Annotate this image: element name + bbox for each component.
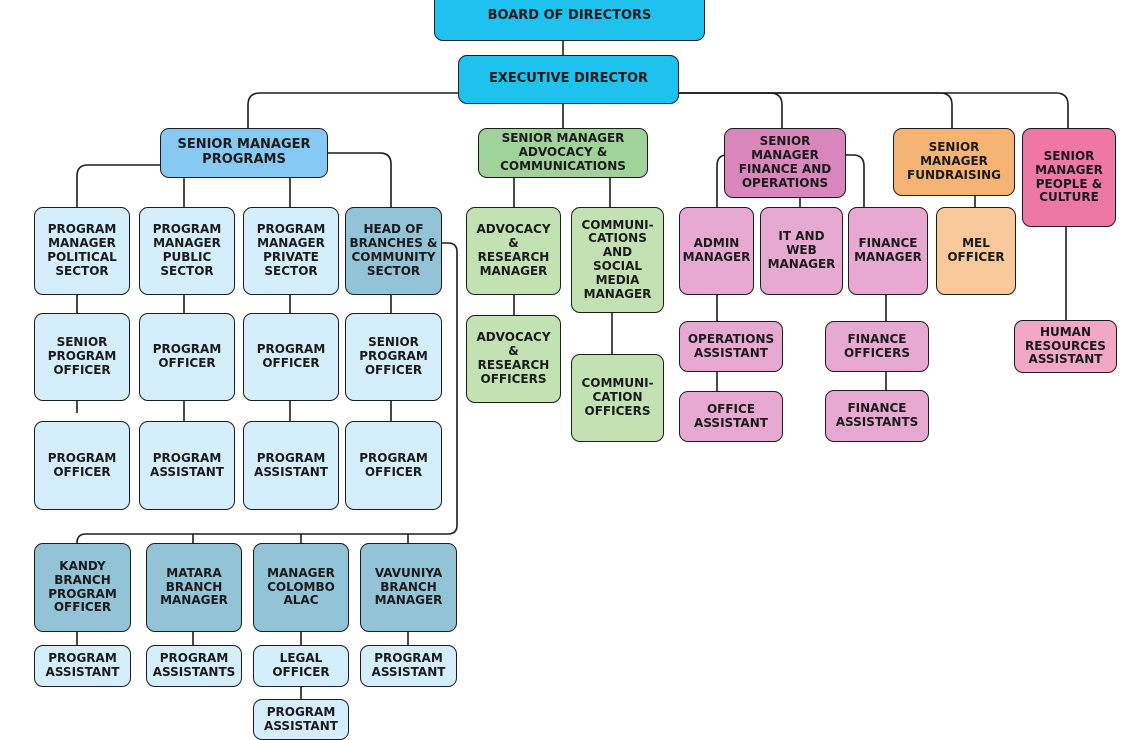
board-of-directors: BOARD OF DIRECTORS <box>434 0 705 41</box>
vavuniya-branch-manager: VAVUNIYA BRANCH MANAGER <box>360 543 457 632</box>
kandy-program-assistant: PROGRAM ASSISTANT <box>34 645 131 687</box>
program-officer-public: PROGRAM OFFICER <box>139 313 235 401</box>
communications-social-media-manager: COMMUNI- CATIONS AND SOCIAL MEDIA MANAGE… <box>571 207 664 313</box>
human-resources-assistant: HUMAN RESOURCES ASSISTANT <box>1014 320 1117 373</box>
program-officer-branches: PROGRAM OFFICER <box>345 421 442 510</box>
matara-branch-manager: MATARA BRANCH MANAGER <box>146 543 242 632</box>
program-assistant-public: PROGRAM ASSISTANT <box>139 421 235 510</box>
senior-manager-finance: SENIOR MANAGER FINANCE AND OPERATIONS <box>724 128 846 198</box>
manager-colombo-alac: MANAGER COLOMBO ALAC <box>253 543 349 632</box>
operations-assistant: OPERATIONS ASSISTANT <box>679 321 783 372</box>
communication-officers: COMMUNI- CATION OFFICERS <box>571 354 664 442</box>
senior-program-officer-political: SENIOR PROGRAM OFFICER <box>34 313 130 401</box>
advocacy-research-officers: ADVOCACY & RESEARCH OFFICERS <box>466 315 561 403</box>
senior-manager-programs: SENIOR MANAGER PROGRAMS <box>160 128 328 178</box>
connector-exec-fundraising <box>678 92 953 128</box>
connector-exec-finance <box>678 92 783 128</box>
program-manager-private: PROGRAM MANAGER PRIVATE SECTOR <box>243 207 339 295</box>
kandy-branch-program-officer: KANDY BRANCH PROGRAM OFFICER <box>34 543 131 632</box>
legal-officer: LEGAL OFFICER <box>253 645 349 687</box>
connector-branches-bus <box>76 242 458 544</box>
program-manager-political: PROGRAM MANAGER POLITICAL SECTOR <box>34 207 130 295</box>
finance-manager: FINANCE MANAGER <box>848 207 928 295</box>
connector-finance-fin <box>845 154 865 207</box>
program-officer-private: PROGRAM OFFICER <box>243 313 339 401</box>
mel-officer: MEL OFFICER <box>936 207 1016 295</box>
senior-program-officer-branches: SENIOR PROGRAM OFFICER <box>345 313 442 401</box>
senior-manager-people: SENIOR MANAGER PEOPLE & CULTURE <box>1022 128 1116 227</box>
admin-manager: ADMIN MANAGER <box>679 207 754 295</box>
connector-exec-programs <box>247 92 460 128</box>
head-of-branches: HEAD OF BRANCHES & COMMUNITY SECTOR <box>345 207 442 295</box>
advocacy-research-manager: ADVOCACY & RESEARCH MANAGER <box>466 207 561 295</box>
finance-officers: FINANCE OFFICERS <box>825 321 929 372</box>
senior-manager-advocacy: SENIOR MANAGER ADVOCACY & COMMUNICATIONS <box>478 128 648 178</box>
program-assistant-private: PROGRAM ASSISTANT <box>243 421 339 510</box>
connector-programs-branches <box>328 152 392 207</box>
program-officer-political: PROGRAM OFFICER <box>34 421 130 510</box>
executive-director: EXECUTIVE DIRECTOR <box>458 55 679 104</box>
office-assistant: OFFICE ASSISTANT <box>679 391 783 442</box>
it-web-manager: IT AND WEB MANAGER <box>760 207 843 295</box>
senior-manager-fundraising: SENIOR MANAGER FUNDRAISING <box>893 128 1015 196</box>
finance-assistants: FINANCE ASSISTANTS <box>825 390 929 442</box>
connector-exec-people <box>678 92 1069 128</box>
connector-programs-political <box>76 164 160 207</box>
colombo-program-assistant: PROGRAM ASSISTANT <box>253 699 349 740</box>
matara-program-assistants: PROGRAM ASSISTANTS <box>146 645 242 687</box>
vavuniya-program-assistant: PROGRAM ASSISTANT <box>360 645 457 687</box>
program-manager-public: PROGRAM MANAGER PUBLIC SECTOR <box>139 207 235 295</box>
